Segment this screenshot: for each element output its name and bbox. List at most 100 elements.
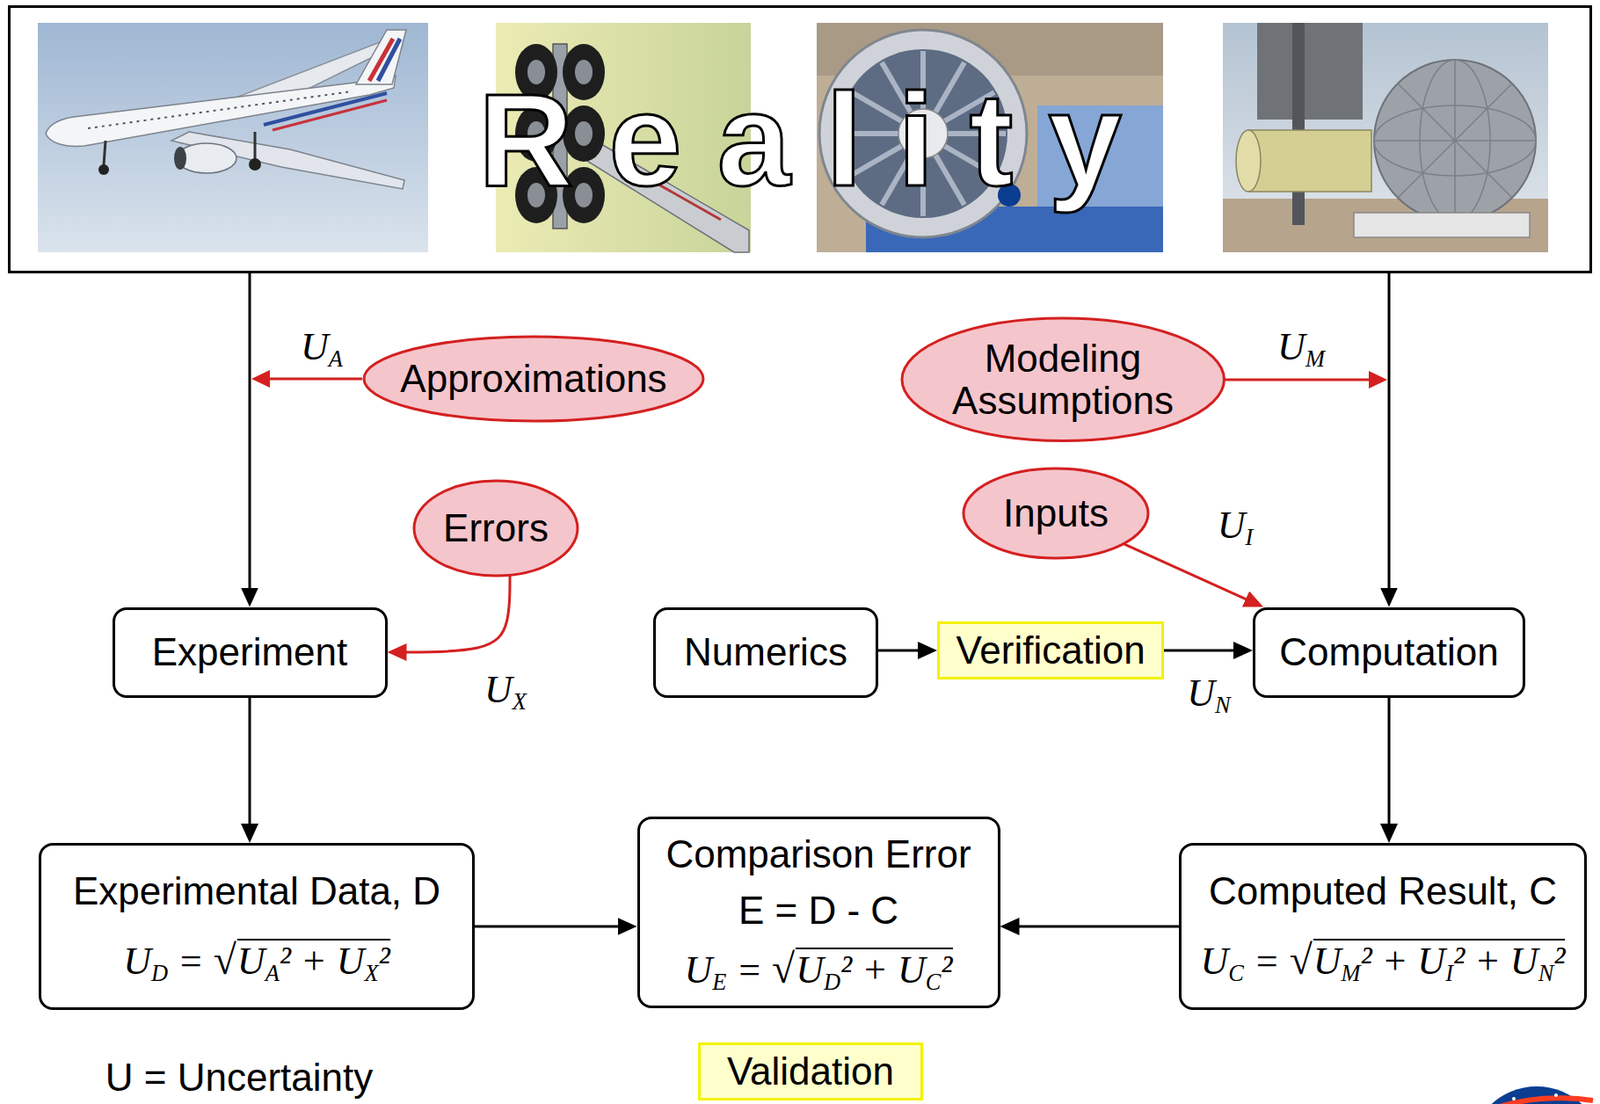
reality-frame: Reality — [7, 5, 1593, 274]
result-box: Computed Result, C UC = √UM² + UI² + UN² — [1178, 843, 1587, 1011]
airplane-photo-part — [263, 93, 387, 125]
agency-logo-part — [1554, 1093, 1558, 1098]
uncertainty-source-ellipse: Errors — [412, 479, 580, 578]
agency-logo-part — [1512, 1097, 1516, 1101]
airplane-photo-part — [171, 131, 405, 190]
uncertainty-symbol: UX — [484, 669, 527, 712]
subscript: X — [363, 960, 379, 987]
test-stand-photo-part — [1236, 130, 1261, 192]
node-text: Modeling Assumptions — [935, 337, 1191, 423]
node-text: Experiment — [152, 631, 349, 674]
flow-arrow — [1005, 925, 1180, 929]
node-text: UC = √UM² + UI² + UN² — [1200, 937, 1566, 983]
process-box: Computation — [1252, 607, 1526, 699]
subscript: I — [1244, 523, 1253, 551]
uncertainty-leader-arrows-part — [267, 378, 363, 381]
test-stand-photo-part — [1353, 212, 1530, 238]
airplane-photo-part — [174, 146, 187, 170]
test-stand-photo — [1222, 22, 1549, 253]
agency-logo-part — [1478, 1098, 1593, 1104]
ellipse-shape — [414, 480, 578, 576]
subscript: A — [265, 960, 280, 987]
result-box: Experimental Data, D UD = √UA² + UX² — [38, 843, 475, 1011]
uncertainty-leader-arrows-part — [1221, 378, 1372, 382]
radical-sign: √ — [213, 937, 237, 983]
airplane-photo-part — [248, 158, 262, 171]
subscript: D — [823, 968, 841, 996]
radicand: UD² + UC² — [795, 947, 953, 991]
flow-arrow — [878, 648, 932, 652]
radicand: UA² + UX² — [237, 938, 391, 982]
ellipse-shape — [901, 318, 1225, 441]
subscript: N — [1538, 960, 1555, 987]
airplane-photo-part — [103, 140, 106, 166]
subscript: C — [1228, 960, 1244, 987]
flow-arrow — [1388, 698, 1391, 839]
flow-arrow — [1388, 273, 1391, 603]
uncertainty-symbol: UM — [1277, 326, 1325, 369]
radicand: UM² + UI² + UN² — [1313, 938, 1566, 982]
node-text: UE = √UD² + UC² — [683, 945, 953, 992]
test-stand-photo-part — [1292, 22, 1305, 226]
highlight-box: Validation — [698, 1042, 924, 1101]
uncertainty-leader-arrows-part — [251, 370, 270, 388]
node-text: Validation — [727, 1050, 895, 1093]
test-stand-photo-part — [1374, 59, 1536, 222]
agency-logo-part — [1469, 1086, 1600, 1104]
test-stand-photo-part — [1257, 22, 1363, 120]
airplane-photo-part — [45, 75, 396, 146]
subscript: M — [1341, 960, 1361, 987]
uncertainty-source-ellipse: Approximations — [362, 334, 706, 423]
node-text: Inputs — [1003, 492, 1109, 535]
airplane-photo-part — [37, 22, 429, 253]
uncertainty-source-ellipse: Inputs — [961, 466, 1150, 560]
node-text: Numerics — [683, 631, 848, 674]
airplane-photo-part — [254, 131, 257, 160]
airplane-photo-part — [272, 100, 387, 131]
node-text: Verification — [955, 629, 1145, 672]
subscript: I — [1445, 960, 1454, 987]
subscript: M — [1305, 345, 1325, 372]
subscript: E — [712, 968, 727, 996]
uncertainty-source-ellipse: Modeling Assumptions — [900, 316, 1227, 443]
flow-arrow — [248, 273, 252, 603]
node-text: Comparison Error — [665, 833, 971, 876]
node-text: Computed Result, C — [1208, 870, 1557, 913]
flow-arrow — [1123, 544, 1259, 605]
airplane-photo-part — [356, 29, 407, 85]
process-box: Experiment — [112, 607, 388, 699]
subscript: A — [328, 345, 343, 372]
subscript: N — [1214, 691, 1231, 719]
airplane-photo-part — [378, 38, 400, 81]
radical-sign: √ — [771, 945, 795, 992]
node-text: Computation — [1279, 631, 1499, 674]
uncertainty-symbol: UI — [1217, 504, 1254, 547]
result-box: Comparison Error E = D - C UE = √UD² + UC² — [637, 816, 1001, 1009]
node-text: Errors — [443, 507, 549, 550]
dome-facets-part — [1374, 59, 1536, 222]
node-text: Experimental Data, D — [72, 870, 441, 913]
ellipse-shape — [363, 336, 704, 422]
node-text: Approximations — [400, 357, 667, 400]
flow-arrow — [248, 698, 252, 839]
node-text: E = D - C — [738, 889, 899, 932]
uncertainty-symbol: UA — [300, 326, 343, 369]
node-text: Reality — [443, 73, 1157, 206]
airplane-photo — [37, 22, 429, 253]
radical-sign: √ — [1289, 937, 1313, 983]
uncertainty-leader-arrows-part — [1368, 370, 1388, 389]
flow-arrow — [474, 925, 633, 929]
airplane-photo-part — [87, 91, 352, 129]
airplane-photo-part — [98, 164, 110, 175]
agency-logo — [1469, 1086, 1600, 1104]
flow-arrow — [1163, 648, 1248, 652]
node-text: UD = √UA² + UX² — [123, 937, 391, 983]
highlight-box: Verification — [937, 621, 1164, 680]
subscript: X — [512, 688, 527, 715]
flow-arrow — [392, 574, 511, 653]
test-stand-photo-part — [1248, 130, 1372, 192]
dome-facets — [1374, 59, 1536, 222]
subscript: D — [151, 960, 168, 987]
ellipse-shape — [963, 468, 1149, 559]
